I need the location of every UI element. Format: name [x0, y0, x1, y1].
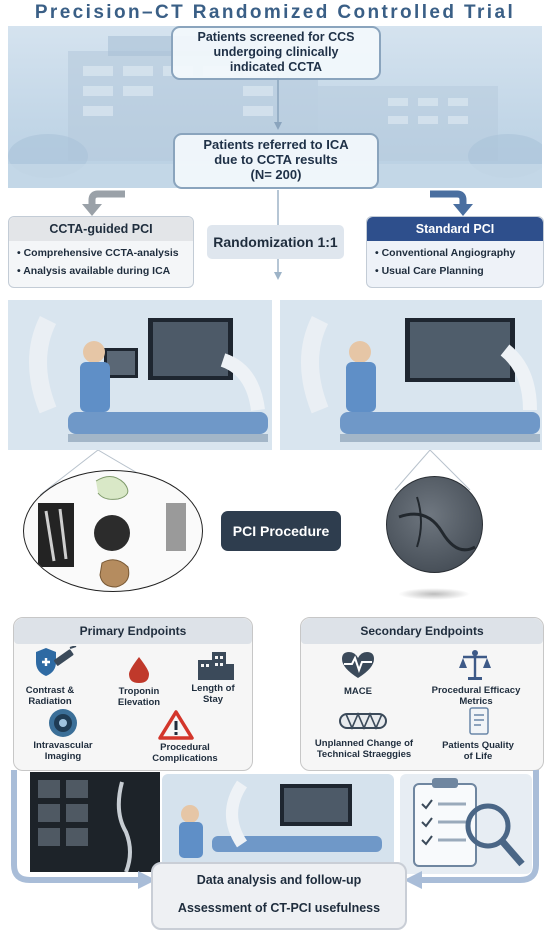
standard-pci-list: Conventional Angiography Usual Care Plan… — [367, 241, 543, 277]
primary-item-contrast: Contrast & Radiation — [18, 685, 82, 707]
label-line: Stay — [202, 694, 224, 705]
ccta-images-icon — [38, 476, 186, 588]
list-item: Conventional Angiography — [375, 247, 543, 259]
label-line: of Life — [463, 751, 493, 762]
label-line: Radiation — [28, 696, 72, 707]
primary-endpoints-title: Primary Endpoints — [14, 618, 252, 644]
referral-line-3: (N= 200) — [250, 167, 302, 182]
primary-item-troponin: Troponin Elevation — [104, 686, 174, 708]
ccta-guided-pci-box: CCTA-guided PCI Comprehensive CCTA-analy… — [8, 216, 194, 288]
randomization-label: Randomization 1:1 — [207, 225, 344, 259]
label-line: Contrast & — [25, 685, 75, 696]
list-item: Usual Care Planning — [375, 265, 543, 277]
cath-lab-right-illustration — [280, 300, 542, 450]
blood-drop-icon — [129, 657, 149, 683]
label-line: Procedural Efficacy — [431, 685, 521, 696]
label-line: Complications — [152, 753, 218, 764]
ccta-guided-pci-list: Comprehensive CCTA-analysis Analysis ava… — [9, 241, 193, 277]
balance-scale-icon — [459, 650, 491, 680]
primary-item-intravascular: Intravascular Imaging — [26, 740, 100, 762]
primary-item-stay: Length of Stay — [182, 683, 244, 705]
label-line: Troponin — [118, 686, 160, 697]
cath-lab-icon — [8, 300, 272, 450]
page-title: Precision–CT Randomized Controlled Trial — [34, 2, 516, 23]
flow-arrow — [274, 76, 282, 130]
screening-line-3: indicated CCTA — [229, 60, 323, 74]
label-line: Patients Quality — [442, 740, 514, 751]
standard-pci-title: Standard PCI — [367, 217, 543, 241]
primary-item-complications: Procedural Complications — [142, 742, 228, 764]
cath-lab-left-illustration — [8, 300, 272, 450]
circle-shadow — [398, 588, 470, 600]
ct-slices-icon — [38, 780, 132, 873]
screening-line-1: Patients screened for CCS — [197, 30, 355, 44]
screening-box: Patients screened for CCS undergoing cli… — [171, 26, 381, 80]
angiography-circle — [386, 476, 483, 573]
cath-lab-icon — [280, 300, 542, 450]
contrast-injection-icon — [36, 646, 77, 676]
pci-procedure-label: PCI Procedure — [221, 511, 341, 551]
warning-triangle-icon — [158, 710, 194, 740]
cath-lab-bottom-illustration — [162, 774, 394, 874]
label-line: MACE — [344, 686, 372, 697]
referral-box: Patients referred to ICA due to CCTA res… — [173, 133, 379, 189]
intravascular-imaging-icon — [49, 709, 77, 737]
label-line: Procedural — [160, 742, 210, 753]
stent-icon — [339, 711, 387, 731]
ccta-guided-pci-title: CCTA-guided PCI — [9, 217, 193, 241]
heart-pulse-icon — [342, 652, 374, 678]
hospital-icon — [198, 652, 234, 680]
screening-line-2: undergoing clinically — [213, 45, 339, 59]
label-line: Technical Straeggies — [316, 749, 412, 760]
clipboard-illustration — [400, 774, 532, 874]
standard-pci-box: Standard PCI Conventional Angiography Us… — [366, 216, 544, 288]
clipboard-magnifier-icon — [413, 778, 525, 867]
secondary-item-efficacy: Procedural Efficacy Metrics — [418, 685, 534, 707]
curved-arrow-left-icon — [82, 190, 125, 216]
referral-line-2: due to CCTA results — [214, 152, 338, 167]
label-line: Metrics — [459, 696, 493, 707]
secondary-endpoints-box: Secondary Endpoints — [300, 617, 544, 771]
data-analysis-box: Data analysis and follow-up Assessment o… — [151, 862, 407, 930]
primary-endpoints-box: Primary Endpoints — [13, 617, 253, 771]
quality-of-life-document-icon — [469, 707, 489, 735]
curved-arrow-right-icon — [430, 190, 473, 216]
secondary-item-quality: Patients Quality of Life — [428, 740, 528, 762]
secondary-endpoints-title: Secondary Endpoints — [301, 618, 543, 644]
secondary-item-mace: MACE — [330, 686, 386, 697]
label-line: Imaging — [44, 751, 82, 762]
referral-line-1: Patients referred to ICA — [203, 137, 349, 152]
secondary-item-unplanned: Unplanned Change of Technical Straeggies — [304, 738, 424, 760]
ccta-imaging-ellipse — [23, 470, 203, 592]
label-line: Length of — [191, 683, 235, 694]
label-line: Elevation — [117, 697, 161, 708]
final-line-1: Data analysis and follow-up — [196, 873, 362, 887]
vessel-icon — [398, 496, 476, 552]
ct-scan-strip-illustration — [30, 772, 160, 873]
label-line: Intravascular — [33, 740, 93, 751]
list-item: Analysis available during ICA — [17, 265, 193, 277]
final-line-2: Assessment of CT-PCI usefulness — [177, 901, 381, 915]
list-item: Comprehensive CCTA-analysis — [17, 247, 193, 259]
cath-lab-icon — [179, 780, 382, 858]
label-line: Unplanned Change of — [314, 738, 414, 749]
feedback-arrows — [11, 770, 539, 889]
